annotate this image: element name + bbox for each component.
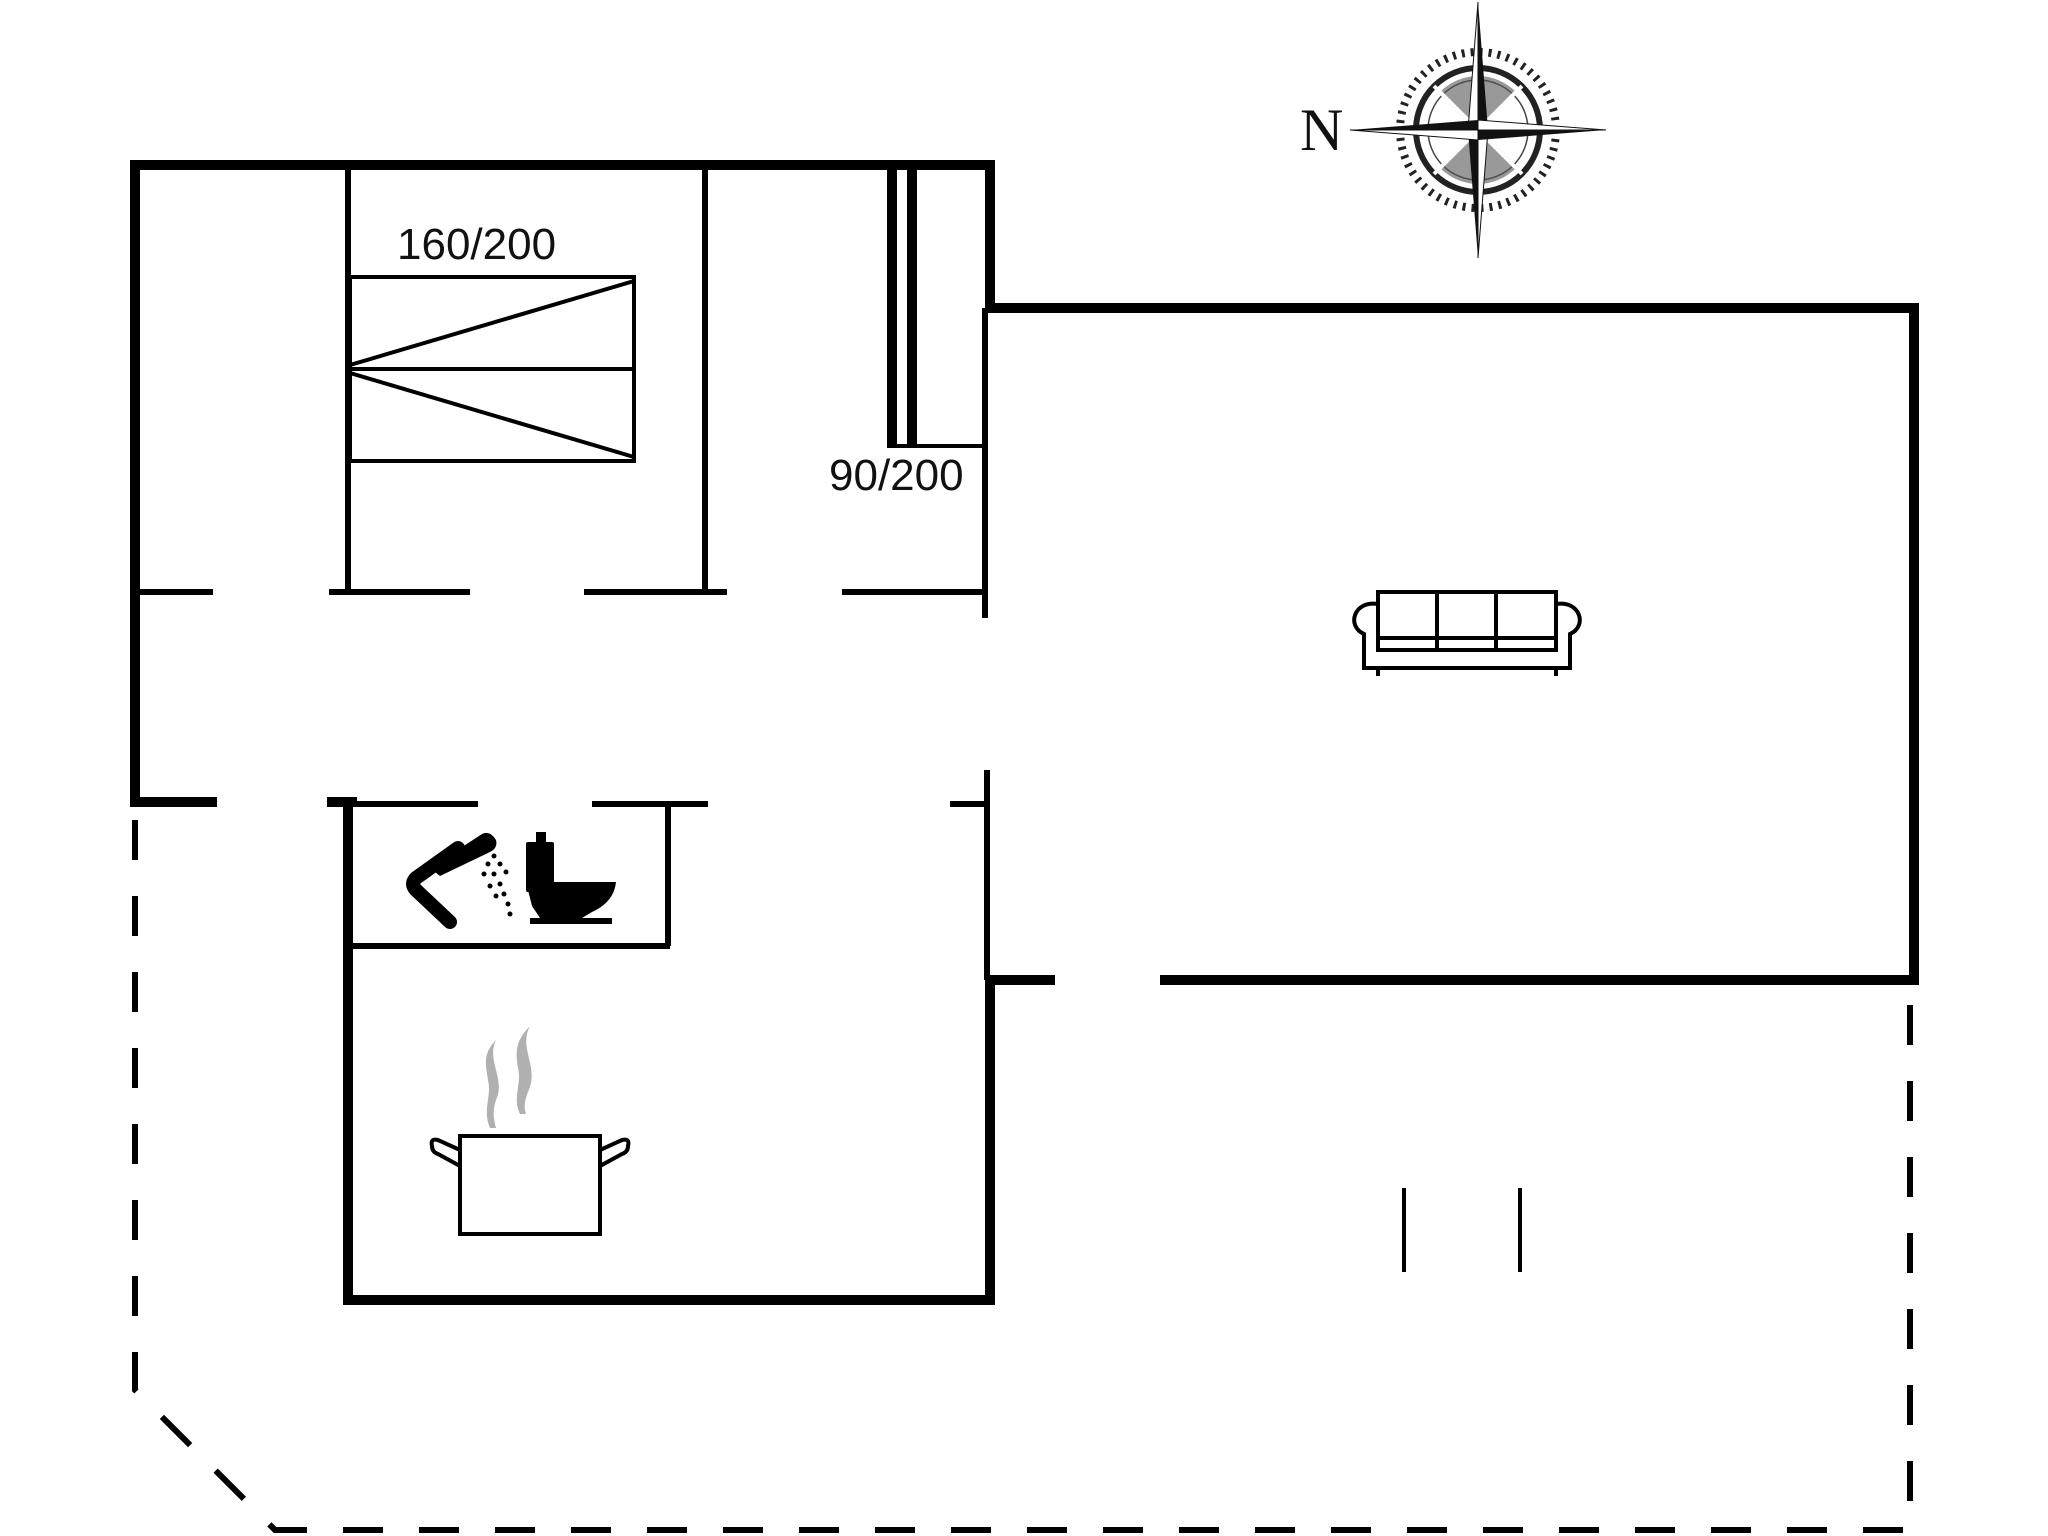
- compass-rose-icon: [1349, 1, 1607, 259]
- double-bed-size-label: 160/200: [397, 220, 557, 269]
- single-bed-icon: [887, 170, 985, 448]
- interior-walls: [140, 170, 990, 980]
- single-bed-size-label: 90/200: [829, 451, 964, 500]
- terrace-outline: [132, 820, 1913, 1533]
- cooking-pot-icon: [429, 1026, 631, 1236]
- sofa-icon: [1352, 590, 1582, 676]
- double-bed-icon: [348, 275, 636, 463]
- north-label: N: [1300, 97, 1344, 163]
- terrace-marks: [1402, 1188, 1522, 1272]
- exterior-walls: [130, 160, 1919, 1305]
- shower-icon: [406, 832, 513, 929]
- toilet-icon: [526, 832, 616, 924]
